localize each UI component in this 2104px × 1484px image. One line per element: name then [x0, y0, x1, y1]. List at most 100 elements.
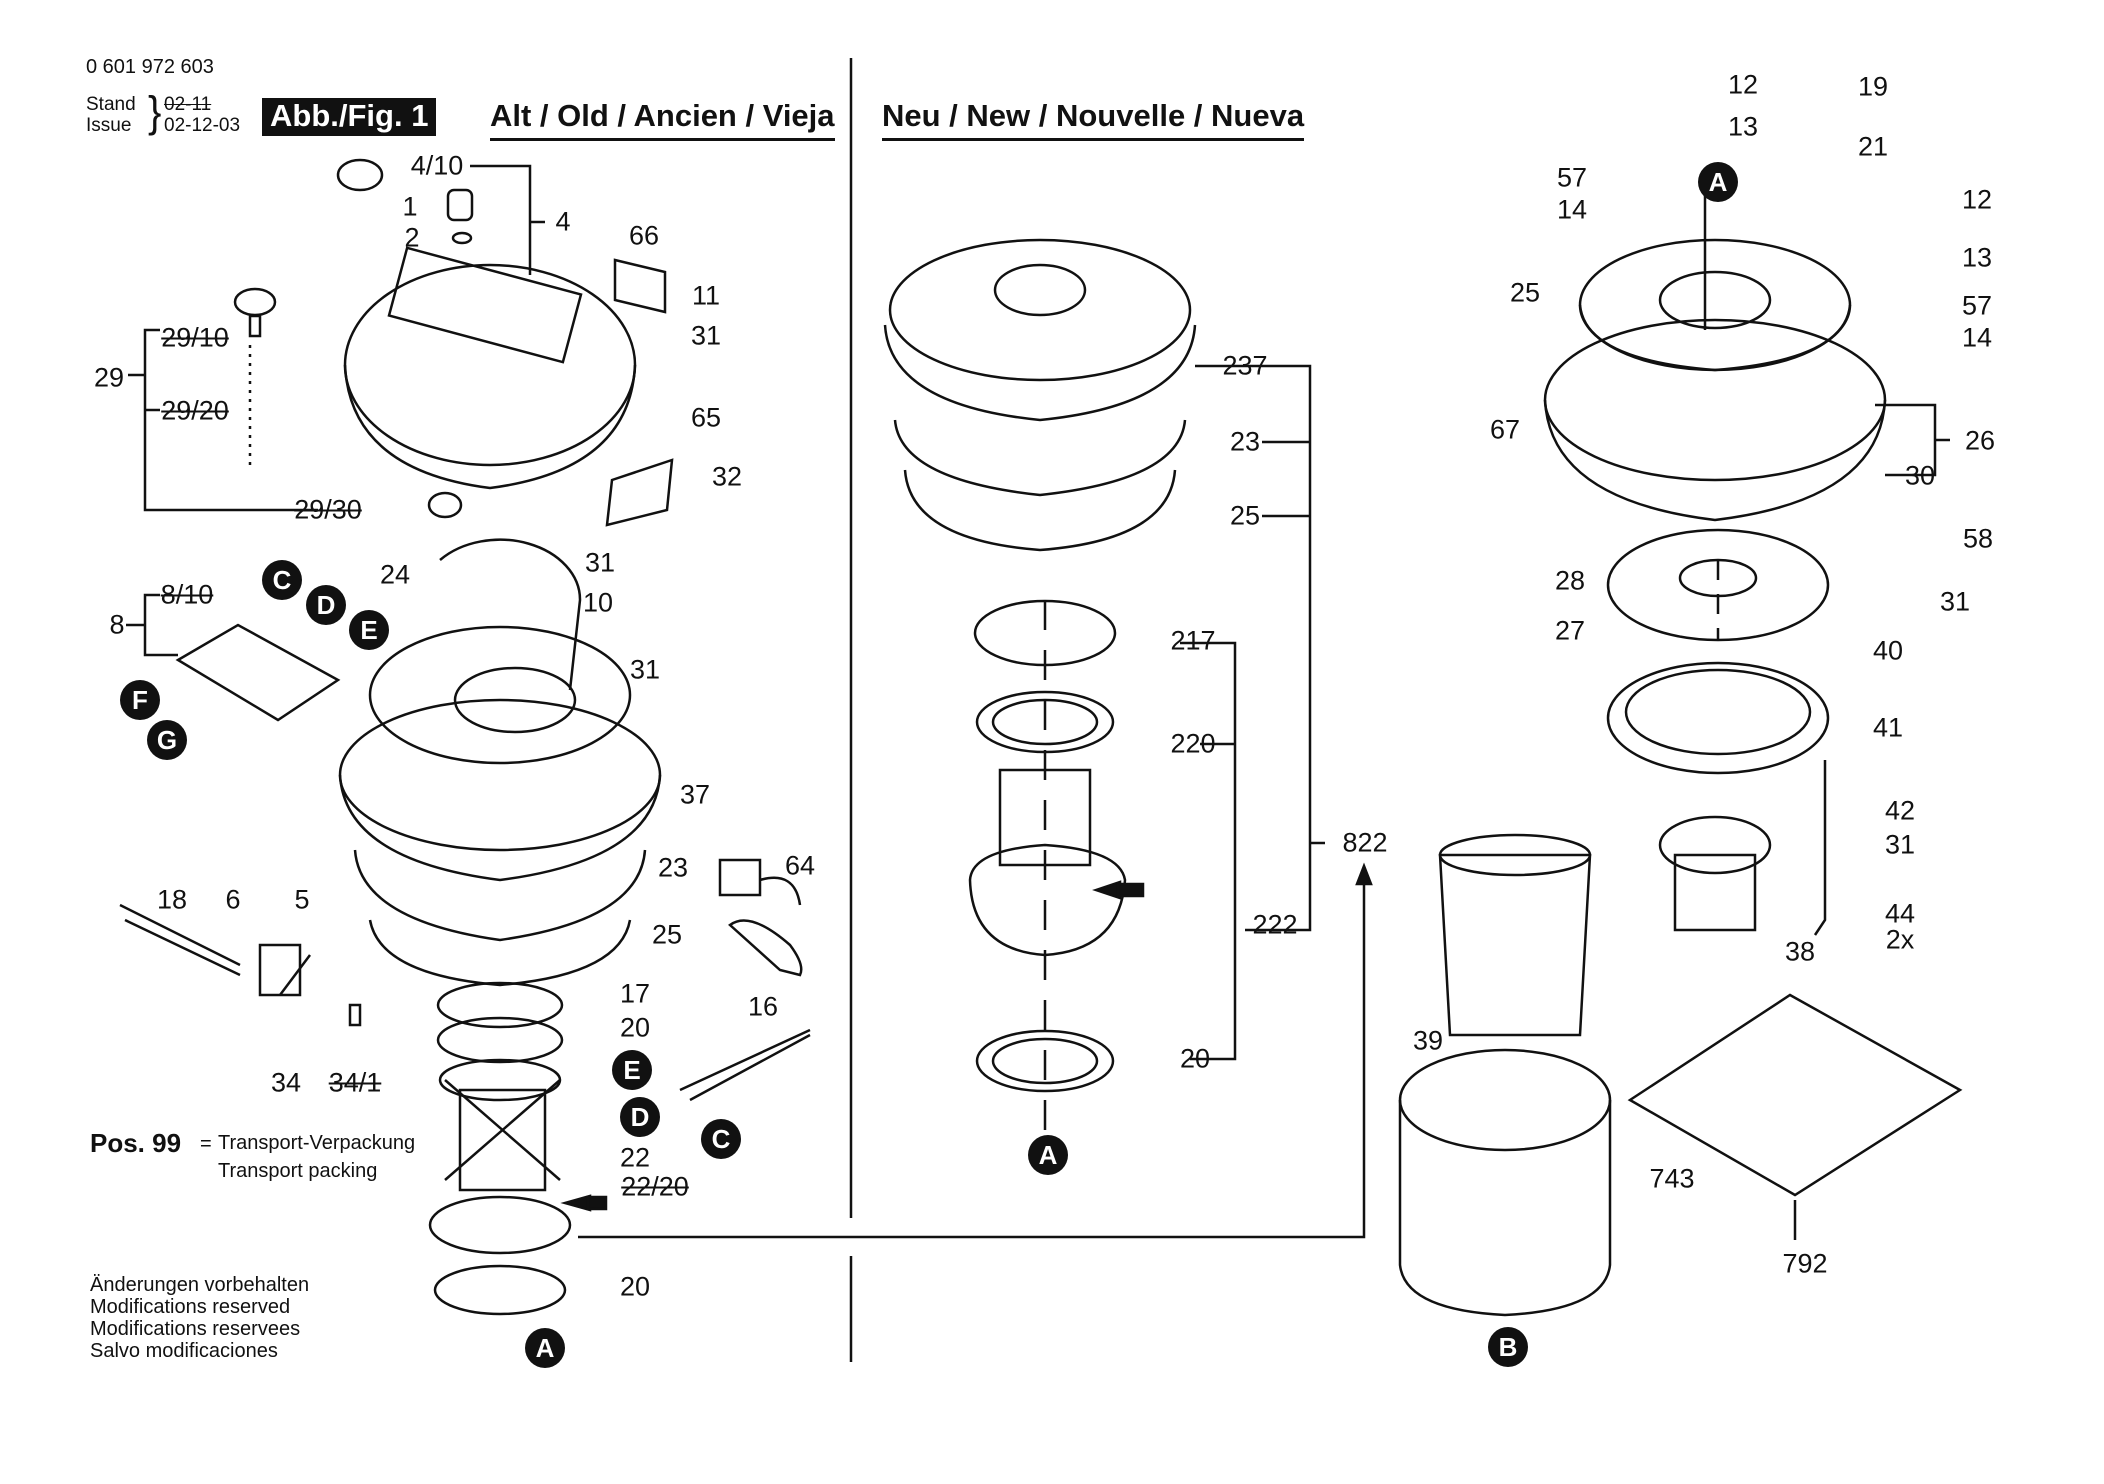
connector-marker-a: A — [1698, 162, 1738, 202]
callout-label: 41 — [1872, 712, 1904, 743]
callout-label: 25 — [651, 919, 683, 950]
callout-label: 58 — [1962, 523, 1994, 554]
callout-label: 25 — [1509, 277, 1541, 308]
callout-label: 25 — [1229, 500, 1261, 531]
issue-value: 02-12-03 — [164, 115, 241, 136]
callout-label: 65 — [690, 402, 722, 433]
callout-label: 20 — [619, 1271, 651, 1302]
callout-label: 743 — [1649, 1163, 1695, 1194]
motor-housing-drawing — [338, 538, 662, 987]
callout-label: 217 — [1170, 625, 1216, 656]
pos99-equals: = — [200, 1133, 212, 1155]
callout-label: 10 — [582, 587, 614, 618]
callout-label: 13 — [1961, 242, 1993, 273]
connector-marker-e: E — [612, 1050, 652, 1090]
callout-label: 822 — [1342, 827, 1388, 858]
callout-label-obsolete: 8/10 — [160, 579, 214, 610]
connector-marker-d: D — [620, 1097, 660, 1137]
stand-label: Stand — [86, 94, 136, 115]
callout-label: 20 — [619, 1012, 651, 1043]
modification-note: Salvo modificaciones — [90, 1340, 278, 1362]
section-title-old: Alt / Old / Ancien / Vieja — [490, 98, 835, 141]
connector-marker-f: F — [120, 680, 160, 720]
callout-label: 23 — [1229, 426, 1261, 457]
callout-label: 28 — [1554, 565, 1586, 596]
callout-label: 38 — [1784, 936, 1816, 967]
connector-marker-b: B — [1488, 1327, 1528, 1367]
modification-note: Modifications reserved — [90, 1296, 291, 1318]
callout-label: 4 — [555, 206, 571, 237]
section-title-new: Neu / New / Nouvelle / Nueva — [882, 98, 1305, 141]
callout-label: 29 — [93, 362, 125, 393]
callout-label-obsolete: 29/10 — [161, 322, 229, 353]
replacement-link-line — [578, 878, 1366, 1239]
stand-issue-labels: Stand Issue — [86, 94, 136, 136]
callout-label: 5 — [294, 884, 310, 915]
callout-label: 44 — [1884, 898, 1916, 929]
callout-label: 19 — [1857, 71, 1889, 102]
pos99-description-en: Transport packing — [218, 1160, 378, 1182]
callout-label: 31 — [690, 320, 722, 351]
callout-label: 30 — [1904, 460, 1936, 491]
modification-note: Modifications reservees — [90, 1318, 301, 1340]
callout-label: 2 — [404, 222, 420, 253]
callout-label: 23 — [657, 852, 689, 883]
callout-label: 237 — [1222, 350, 1268, 381]
callout-label: 37 — [679, 779, 711, 810]
callout-label: 57 — [1556, 162, 1588, 193]
callout-label: 4/10 — [410, 150, 464, 181]
callout-label: 34 — [270, 1067, 302, 1098]
pos99-label: Pos. 99 — [90, 1128, 182, 1158]
old-motor — [458, 1088, 547, 1192]
connector-marker-d: D — [306, 585, 346, 625]
lid-assembly-drawing — [233, 158, 674, 527]
connector-marker-c: C — [701, 1119, 741, 1159]
callout-label: 18 — [156, 884, 188, 915]
callout-label: 222 — [1252, 909, 1298, 940]
figure-badge: Abb./Fig. 1 — [262, 98, 437, 136]
callout-label-obsolete: 29/30 — [294, 494, 362, 525]
callout-label: 12 — [1727, 69, 1759, 100]
callout-label: 220 — [1170, 728, 1216, 759]
callout-label: 26 — [1964, 425, 1996, 456]
callout-label: 57 — [1961, 290, 1993, 321]
callout-label: 11 — [691, 280, 721, 311]
callout-label: 2x — [1885, 924, 1915, 955]
callout-label: 13 — [1727, 111, 1759, 142]
filter-head-drawing — [1543, 238, 1887, 522]
callout-label: 21 — [1857, 131, 1889, 162]
connector-marker-a: A — [525, 1328, 565, 1368]
callout-label: 792 — [1782, 1248, 1828, 1279]
modification-note: Änderungen vorbehalten — [90, 1274, 310, 1296]
pos99-description-de: Transport-Verpackung — [218, 1132, 416, 1154]
callout-label: 39 — [1412, 1025, 1444, 1056]
callout-label: 67 — [1489, 414, 1521, 445]
callout-label: 14 — [1961, 322, 1993, 353]
callout-label: 27 — [1554, 615, 1586, 646]
callout-label: 32 — [711, 461, 743, 492]
callout-label: 6 — [225, 884, 241, 915]
connector-marker-g: G — [147, 720, 187, 760]
document-number: 0 601 972 603 — [86, 56, 214, 78]
issue-label: Issue — [86, 115, 132, 136]
stand-old-value: 02-11 — [164, 94, 212, 115]
callout-label: 16 — [747, 991, 779, 1022]
callout-label: 31 — [629, 654, 661, 685]
connector-marker-c: C — [262, 560, 302, 600]
callout-label-obsolete: 34/1 — [328, 1067, 382, 1098]
connector-marker-a: A — [1028, 1135, 1068, 1175]
callout-label: 8 — [109, 609, 125, 640]
replacement-link-arrow — [1355, 862, 1373, 886]
callout-label-obsolete: 22/20 — [621, 1171, 689, 1202]
brace-glyph: } — [148, 87, 162, 137]
connector-marker-e: E — [349, 610, 389, 650]
callout-label: 42 — [1884, 795, 1916, 826]
callout-label: 1 — [402, 191, 418, 222]
callout-label: 22 — [619, 1142, 651, 1173]
callout-label: 66 — [628, 220, 660, 251]
callout-label: 40 — [1872, 635, 1904, 666]
callout-label: 64 — [784, 850, 816, 881]
callout-label: 24 — [379, 559, 411, 590]
callout-label-obsolete: 29/20 — [161, 395, 229, 426]
